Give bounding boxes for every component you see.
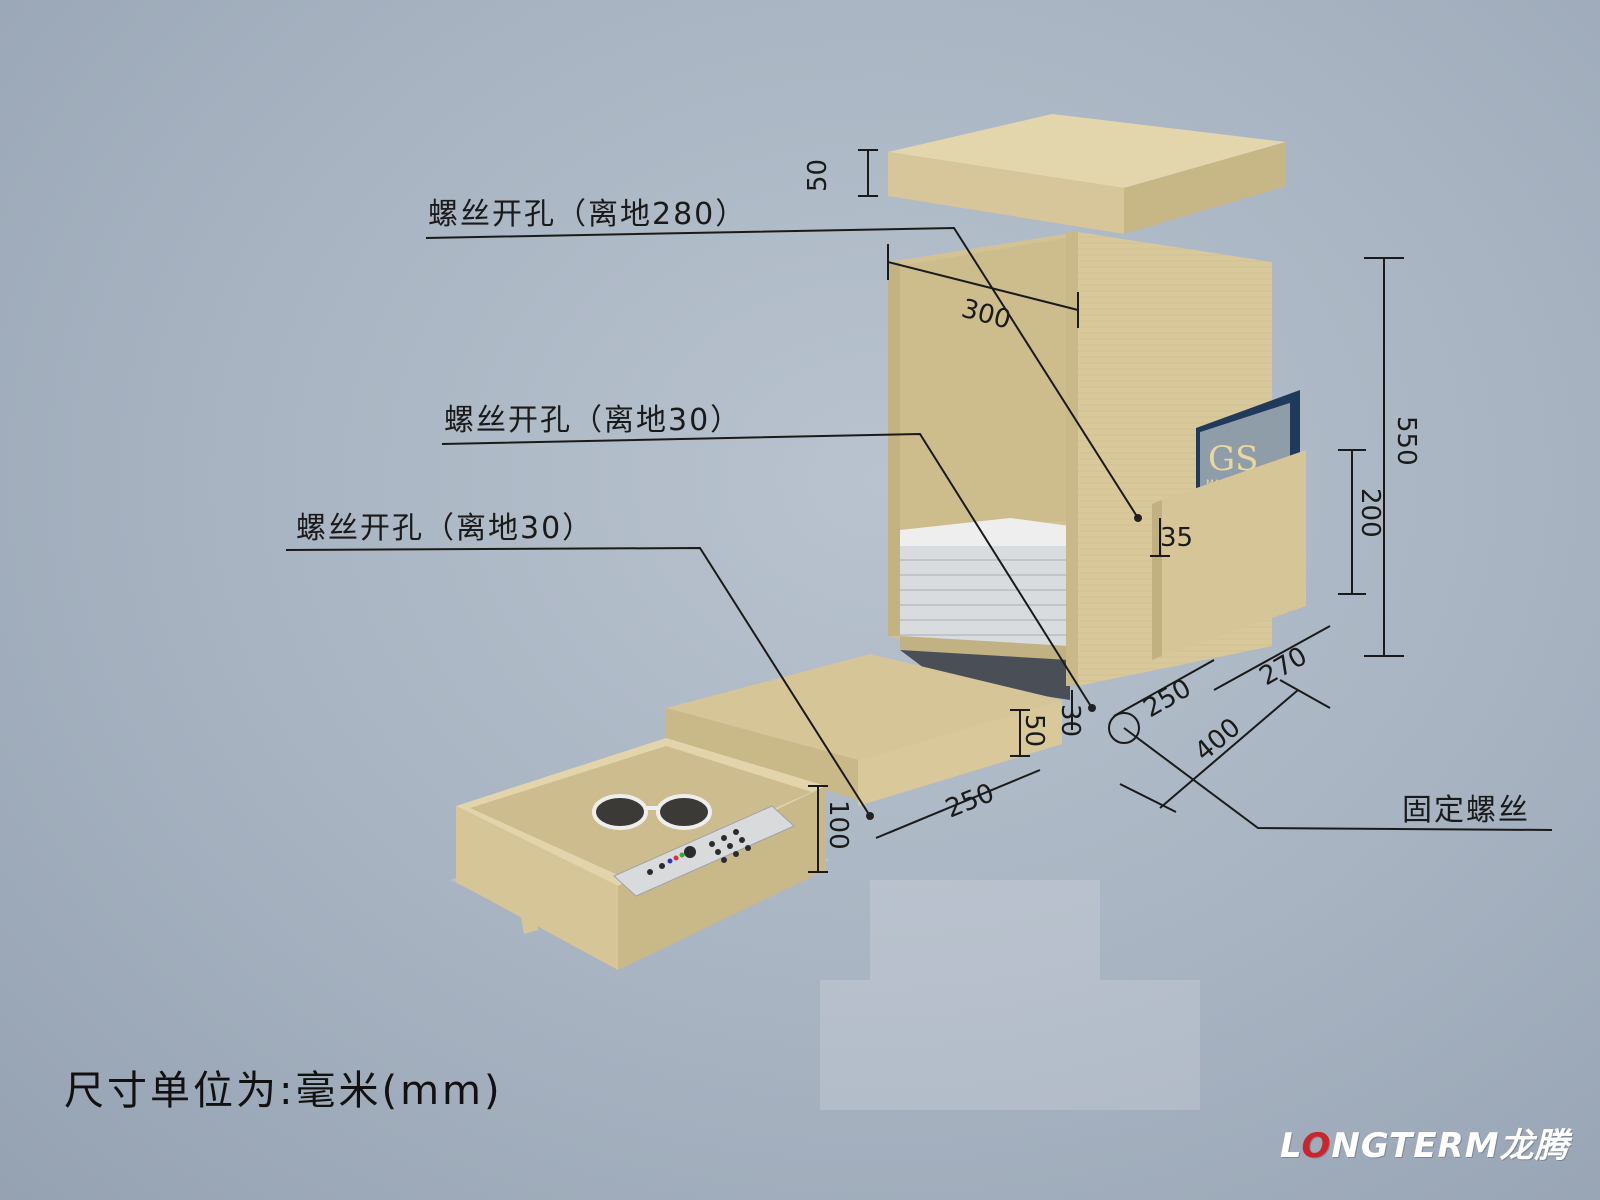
brand-logo: LONGTERM龙腾	[1280, 1118, 1570, 1167]
callout-screw-hole-280: 螺丝开孔（离地280）	[428, 197, 747, 232]
sunglasses	[592, 794, 712, 830]
dim-pocket-offset: 35	[1160, 523, 1193, 553]
cabinet-interior	[900, 236, 1078, 530]
dim-lid-thickness: 50	[803, 159, 833, 192]
logo-text: NGTERM龙腾	[1331, 1126, 1570, 1166]
screw-hole-30-a-dot	[1088, 704, 1096, 712]
dimension-lines	[808, 149, 1404, 873]
unit-note: 尺寸单位为:毫米(mm)	[64, 1068, 503, 1114]
shelf	[900, 636, 1070, 660]
leader-lines	[285, 226, 1553, 831]
drawer-pull-tab	[520, 908, 538, 934]
dim-base-width-400: 400	[1189, 712, 1246, 767]
shelf-shadow	[900, 650, 1070, 700]
dim-screw-height: 30	[1055, 704, 1085, 737]
dim-drawer-height: 100	[823, 800, 853, 850]
newspaper-stack	[900, 518, 1070, 650]
dim-base-depth-270: 270	[1255, 641, 1313, 692]
drawer	[456, 738, 826, 970]
dim-total-height: 550	[1391, 416, 1421, 466]
dim-plinth-height: 50	[1019, 714, 1049, 747]
callout-fixing-screw: 固定螺丝	[1402, 793, 1530, 828]
logo-l: L	[1280, 1126, 1302, 1166]
dim-pocket-height: 200	[1355, 488, 1385, 538]
callout-screw-hole-30-a: 螺丝开孔（离地30）	[444, 403, 742, 438]
magazine-pocket: GS MAGAZINE	[1152, 390, 1306, 660]
lid-panel	[888, 114, 1286, 234]
dim-drawer-width: 250	[941, 778, 998, 824]
dim-base-depth-250: 250	[1139, 673, 1197, 724]
fixing-screw-symbol	[1108, 712, 1140, 744]
base-plinth	[666, 654, 1062, 806]
callout-screw-hole-30-b: 螺丝开孔（离地30）	[296, 511, 594, 546]
screw-hole-30-b-dot	[866, 812, 874, 820]
logo-o-glyph: O	[1301, 1126, 1332, 1166]
remote-control	[613, 805, 795, 897]
